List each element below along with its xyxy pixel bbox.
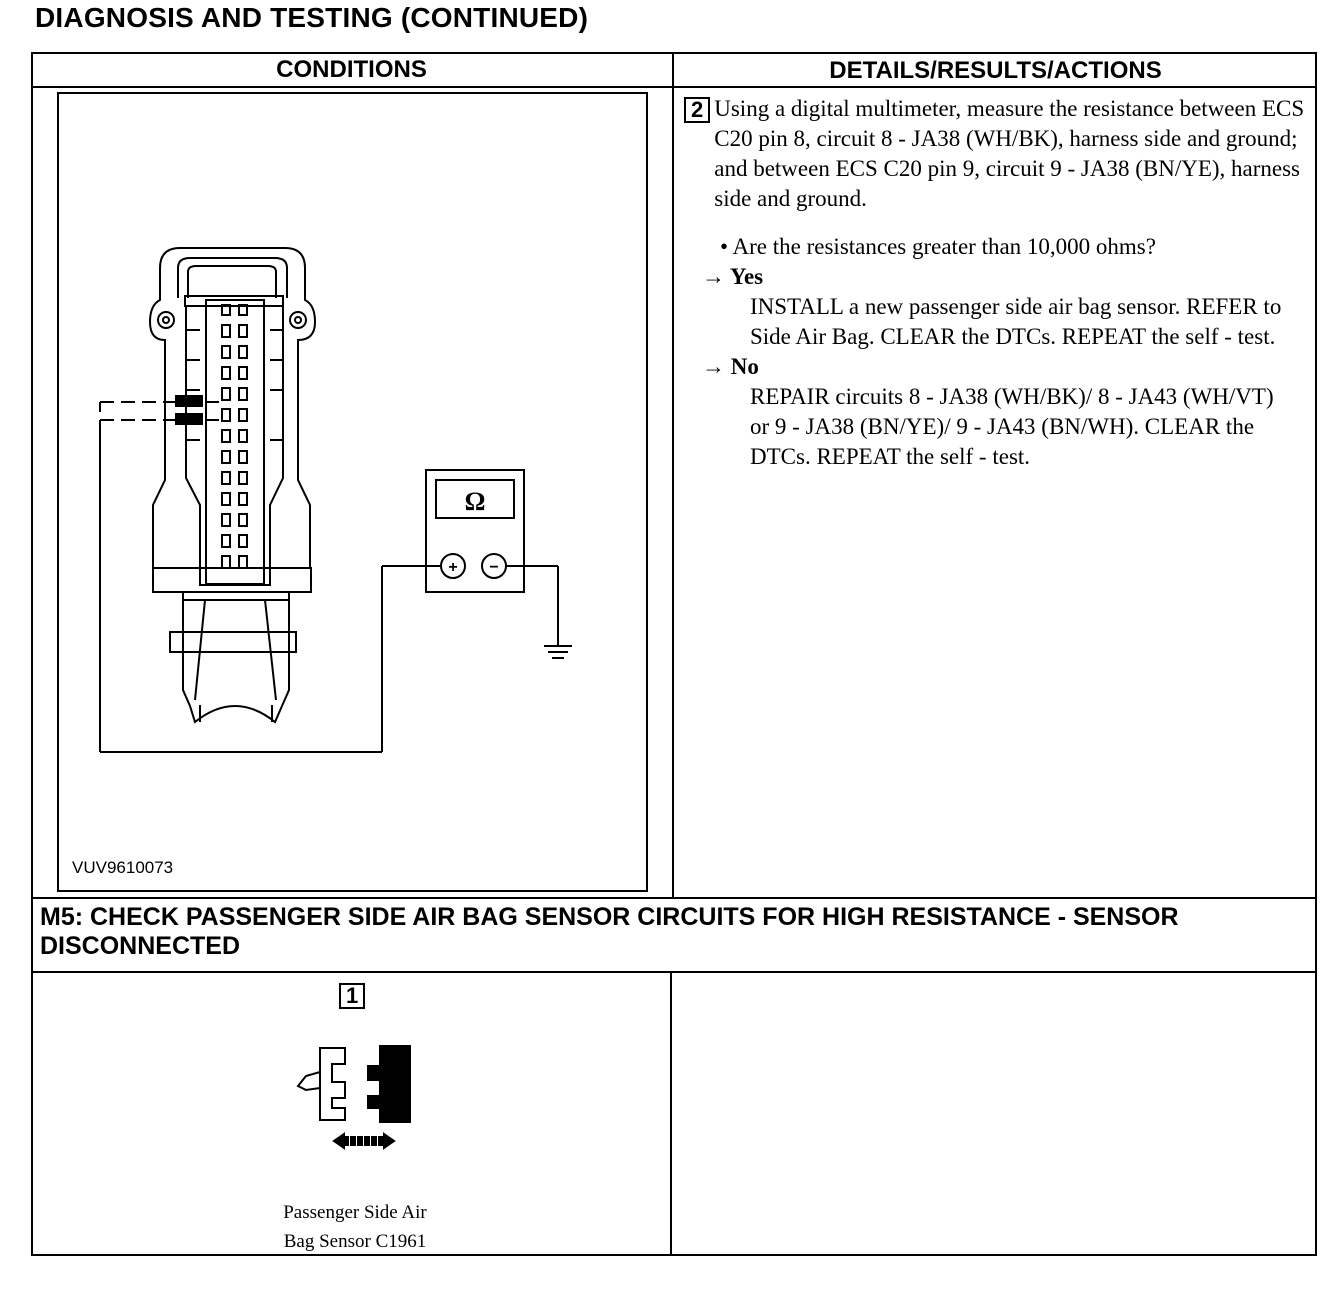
step-2-question: • Are the resistances greater than 10,00… — [720, 234, 1156, 259]
column-divider-top — [672, 52, 674, 899]
connector-caption: Passenger Side Air Bag Sensor C1961 — [230, 1198, 480, 1256]
step-2-instruction: Using a digital multimeter, measure the … — [714, 96, 1305, 211]
section-m5-title: M5: CHECK PASSENGER SIDE AIR BAG SENSOR … — [40, 903, 1179, 960]
answer-yes-action: INSTALL a new passenger side air bag sen… — [750, 294, 1282, 349]
caption-line-1: Passenger Side Air — [283, 1202, 427, 1223]
section-divider-top — [31, 897, 1317, 899]
column-divider-bottom — [670, 971, 672, 1256]
step-2-details: 2 Using a digital multimeter, measure th… — [684, 94, 1324, 472]
connector-shell — [148, 247, 317, 569]
figure-panel — [57, 92, 648, 892]
answer-no-label: → No — [702, 354, 759, 379]
disconnect-arrow-icon — [332, 1132, 396, 1150]
answer-no-action: REPAIR circuits 8 - JA38 (WH/BK)/ 8 - JA… — [750, 384, 1274, 469]
caption-line-2: Bag Sensor C1961 — [283, 1231, 427, 1252]
step-2-number: 2 — [684, 97, 711, 123]
section-divider-bottom — [31, 971, 1317, 973]
negative-terminal: − — [489, 559, 498, 576]
figure-code: VUV9610073 — [72, 858, 174, 877]
page-title: DIAGNOSIS AND TESTING (CONTINUED) — [35, 2, 589, 33]
ohmmeter-icon — [425, 469, 525, 593]
step-1-number: 1 — [339, 983, 366, 1009]
ohm-symbol: Ω — [465, 487, 486, 516]
column-header-details: DETAILS/RESULTS/ACTIONS — [829, 57, 1162, 84]
positive-terminal: + — [448, 559, 457, 576]
column-header-conditions: CONDITIONS — [276, 56, 427, 83]
header-divider — [31, 86, 1317, 88]
answer-yes-label: → Yes — [702, 264, 764, 289]
diagnosis-table — [31, 52, 1317, 1256]
